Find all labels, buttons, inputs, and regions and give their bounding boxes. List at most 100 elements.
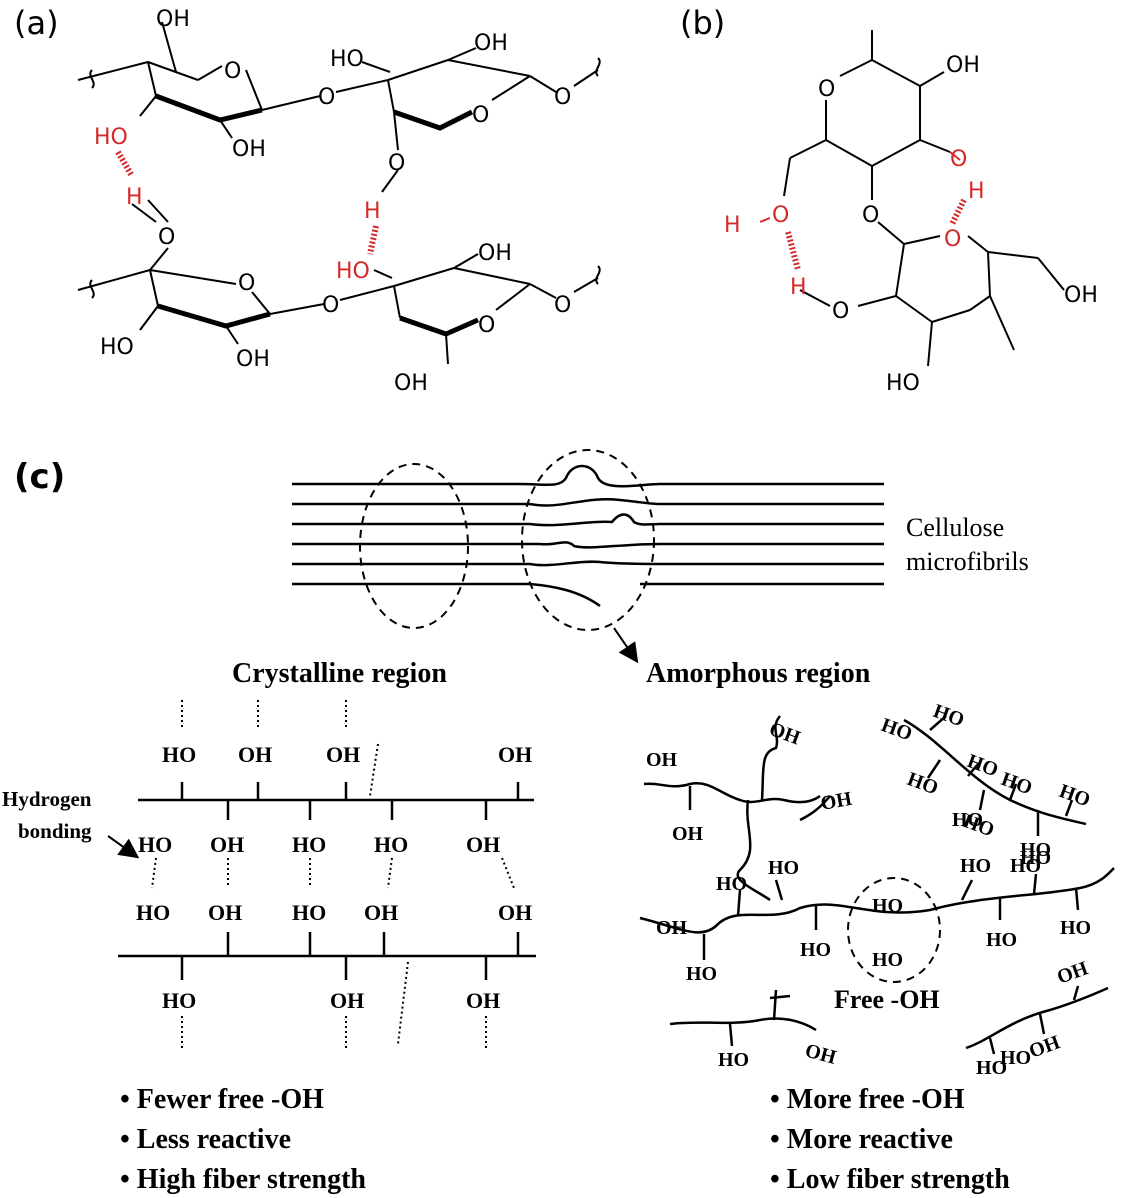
amor-g27: HO (1010, 855, 1041, 877)
crystalline-bullet-0: • Fewer free -OH (120, 1084, 324, 1115)
microfibrils-label-line2: microfibrils (906, 547, 1029, 576)
amorphous-bullet-2: • Low fiber strength (770, 1164, 1010, 1195)
b-h-red-lower: H (790, 275, 807, 300)
panel-b-structure (783, 30, 1065, 367)
a-top-ring2-oh: OH (474, 31, 508, 56)
panel-label-b: (b) (680, 4, 725, 42)
amor-g9: HO (964, 750, 1001, 781)
cryst-r3-1: OH (208, 900, 242, 925)
amor-g21: HO (1020, 847, 1051, 869)
panel-a-labels: OH O HO OH H O HO OH O O O H O O HO OH O… (94, 7, 571, 396)
cryst-r1-2: OH (326, 742, 360, 767)
b-ho-bottom: HO (886, 371, 920, 396)
cryst-r2-4: OH (466, 832, 500, 857)
crystalline-region-title: Crystalline region (232, 658, 447, 689)
cryst-r1-0: HO (162, 742, 196, 767)
microfibril-region-ellipses (359, 449, 655, 631)
cryst-r3-0: HO (136, 900, 170, 925)
free-oh-group2: HO (872, 949, 903, 971)
a-bottom-o-top: O (158, 225, 175, 250)
amor-g15: HO (986, 929, 1017, 951)
a-bottom-oh: OH (236, 347, 270, 372)
cryst-r3-3: OH (364, 900, 398, 925)
a-bottom-ring2-oh: OH (478, 241, 512, 266)
amor-g0: OH (646, 749, 678, 771)
microfibrils (292, 464, 884, 608)
hydrogen-label-line2: bonding (18, 819, 92, 843)
amor-g19: HO (686, 963, 717, 985)
hydrogen-label-line1: Hydrogen (2, 787, 92, 811)
amor-g20: HO (1000, 1047, 1031, 1069)
hydrogen-bonding-arrow (107, 835, 140, 859)
microfibril-labels: Cellulose microfibrils Crystalline regio… (232, 513, 1029, 689)
amor-g7: HO (930, 700, 967, 731)
panel-b-labels: O OH O H O O H O H O OH HO (724, 53, 1098, 396)
amor-g17: HO (800, 939, 831, 961)
crystalline-bullet-1: • Less reactive (120, 1124, 291, 1155)
amorphous-chains (639, 715, 1115, 1055)
cryst-r2-1: OH (210, 832, 244, 857)
amor-g18: OH (656, 917, 688, 939)
cryst-r2-3: HO (374, 832, 408, 857)
microfibrils-label-line1: Cellulose (906, 513, 1004, 542)
a-top-h: H (126, 185, 143, 210)
panel-label-c: (c) (14, 457, 65, 497)
amorphous-region-title: Amorphous region (646, 658, 871, 689)
a-bottom-ring1-o: O (238, 271, 255, 296)
amor-g4: HO (716, 873, 747, 895)
cryst-r1-1: OH (238, 742, 272, 767)
amor-g12: HO (1020, 839, 1051, 861)
panel-a-hbonds (115, 150, 379, 255)
crystalline-chains (118, 782, 536, 980)
amor-g13: HO (1056, 780, 1093, 811)
a-top-ring2-ho: HO (330, 47, 364, 72)
a-bottom-ho: HO (100, 335, 134, 360)
crystalline-bullet-2: • High fiber strength (120, 1164, 366, 1195)
a-top-ho-left: HO (94, 125, 128, 150)
amor-g24: HO (952, 809, 983, 831)
crystalline-hbond-dots (151, 700, 515, 1050)
cryst-r2-2: HO (292, 832, 326, 857)
amor-g28: OH (1054, 957, 1091, 988)
a-bottom-bridge-o: O (322, 293, 339, 318)
amor-g25: OH (803, 1040, 839, 1069)
crystalline-labels: Hydrogen bonding HO OH OH OH HO OH HO HO… (2, 742, 532, 1013)
b-o-lower: O (832, 299, 849, 324)
a-top-bridge-o: O (318, 85, 335, 110)
amor-g26: OH (1026, 1031, 1063, 1062)
a-top-oh-bottom: OH (232, 137, 266, 162)
amor-g3: OH (819, 788, 854, 815)
b-o-ring-top: O (818, 77, 835, 102)
b-h-red-right: H (968, 179, 985, 204)
a-top-ring2-o-right: O (554, 85, 571, 110)
free-oh-label: Free -OH (834, 985, 940, 1014)
amor-g5: HO (768, 857, 799, 879)
free-oh-ellipse (847, 877, 941, 983)
amor-g16: HO (1060, 917, 1091, 939)
amor-g6: HO (878, 714, 915, 745)
cryst-r4-2: OH (466, 988, 500, 1013)
a-bottom-ring2-oh-bottom: OH (394, 371, 428, 396)
amorphous-pointer-arrow (613, 627, 639, 664)
a-bottom-ring2-ho: HO (336, 259, 370, 284)
a-top-ring2-h: H (364, 199, 381, 224)
cryst-r4-0: HO (162, 988, 196, 1013)
amorphous-bullet-1: • More reactive (770, 1124, 953, 1155)
amorphous-labels: OH OH OH OH HO HO HO HO HO HO HO HO HO H… (646, 700, 1093, 1079)
amor-g8: HO (904, 768, 941, 799)
b-h-left: H (724, 213, 741, 238)
amor-g11: HO (998, 768, 1035, 799)
b-o-red-right: O (950, 147, 967, 172)
a-top-ring2-ch2o: O (388, 151, 405, 176)
panel-a-structure (77, 21, 601, 365)
amor-g22: HO (976, 1057, 1007, 1079)
cryst-r4-1: OH (330, 988, 364, 1013)
panel-b-hbonds (785, 198, 967, 271)
b-oh-right: OH (1064, 283, 1098, 308)
cryst-r3-4: OH (498, 900, 532, 925)
cryst-r3-2: HO (292, 900, 326, 925)
amor-g1: OH (672, 823, 704, 845)
panel-label-a: (a) (14, 4, 59, 42)
amorphous-bullet-0: • More free -OH (770, 1084, 965, 1115)
